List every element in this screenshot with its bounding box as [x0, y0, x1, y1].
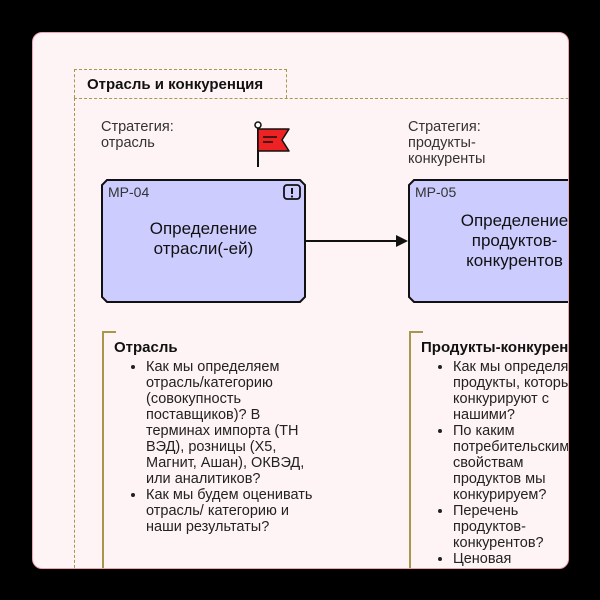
- list-item: Как мы определяем продукты, которые конк…: [453, 359, 568, 423]
- box-title: Определение отрасли(-ей): [149, 219, 258, 258]
- group-tab: [74, 69, 287, 98]
- annotation-list: Как мы определяем продукты, которые конк…: [419, 359, 568, 568]
- flag-icon: [254, 121, 290, 167]
- list-item: Как мы определяем отрасль/категорию (сов…: [146, 359, 316, 487]
- annotation-bracket: [409, 331, 423, 568]
- strategy-label-2: Стратегия: продукты- конкуренты: [408, 119, 486, 167]
- strategy-label-1: Стратегия: отрасль: [101, 119, 174, 151]
- diagram-canvas: Отрасль и конкуренция Стратегия: отрасль…: [32, 32, 569, 569]
- annotation-bracket: [102, 331, 116, 568]
- process-box-shape: [408, 179, 568, 303]
- annotation-title: Отрасль: [114, 339, 178, 356]
- group-frame-top: [74, 98, 568, 99]
- box-id: MP-05: [415, 184, 457, 200]
- group-frame-left: [74, 98, 75, 568]
- process-box-shape: [101, 179, 306, 303]
- box-id: MP-04: [108, 184, 150, 200]
- box-title: Определение продуктов-конкурентов: [460, 211, 569, 270]
- flow-arrow: [306, 235, 408, 247]
- process-box-mp04[interactable]: MP-04 Определение отрасли(-ей): [101, 179, 306, 303]
- list-item: По каким потребительским свойствам проду…: [453, 423, 568, 503]
- alert-icon: [283, 184, 301, 200]
- list-item: Ценовая конкуренция по: [453, 551, 568, 568]
- list-item: Перечень продуктов-конкурентов?: [453, 503, 568, 551]
- group-title: Отрасль и конкуренция: [87, 76, 264, 93]
- annotation-title: Продукты-конкуренты: [421, 339, 569, 356]
- process-box-mp05[interactable]: MP-05 Определение продуктов-конкурентов: [408, 179, 569, 303]
- list-item: Как мы будем оценивать отрасль/ категори…: [146, 487, 316, 535]
- annotation-list: Как мы определяем отрасль/категорию (сов…: [112, 359, 316, 535]
